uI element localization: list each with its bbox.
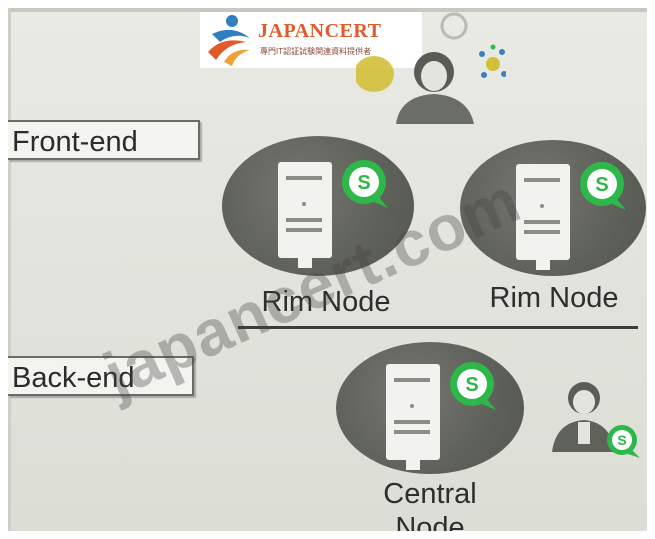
- admin-user-icon: S: [552, 382, 640, 458]
- svg-text:S: S: [617, 432, 626, 448]
- central-node-label-line1: Central: [383, 478, 477, 510]
- left-border: [8, 8, 11, 531]
- svg-text:S: S: [595, 174, 608, 196]
- tier-label-back-end: Back-end: [8, 356, 194, 396]
- qlik-sense-badge-icon: S: [342, 160, 388, 208]
- logo-brand: JAPANCERT: [258, 20, 382, 42]
- japancert-logo: JAPANCERT 專門IT認証試験関連資料提供者: [200, 12, 422, 68]
- tier-divider: [238, 326, 638, 329]
- central-node-label-line2: Node: [395, 512, 465, 531]
- logo-tagline: 專門IT認証試験関連資料提供者: [260, 47, 372, 56]
- diagram-canvas: JAPANCERT 專門IT認証試験関連資料提供者 Front-end Back…: [8, 8, 647, 531]
- server-icon: S: [386, 362, 496, 470]
- server-icon: S: [516, 162, 626, 270]
- network-icon: [479, 44, 506, 78]
- server-icon: S: [278, 160, 388, 268]
- svg-text:S: S: [465, 374, 478, 396]
- rim-node-1-label: Rim Node: [261, 286, 391, 318]
- svg-text:S: S: [357, 172, 370, 194]
- rim-node-1: S Rim Node: [222, 136, 422, 326]
- rim-node-2: S Rim Node: [460, 140, 647, 330]
- rim-node-2-label: Rim Node: [489, 282, 619, 314]
- central-node: S Central Node: [336, 342, 536, 531]
- user-icon: [356, 12, 506, 124]
- qlik-sense-badge-icon: S: [450, 362, 496, 410]
- qlik-sense-badge-icon: S: [580, 162, 626, 210]
- qlik-sense-small-badge-icon: S: [607, 425, 640, 458]
- logo-figure-icon: [208, 15, 250, 66]
- top-border: [8, 8, 647, 12]
- tier-label-front-end: Front-end: [8, 120, 200, 160]
